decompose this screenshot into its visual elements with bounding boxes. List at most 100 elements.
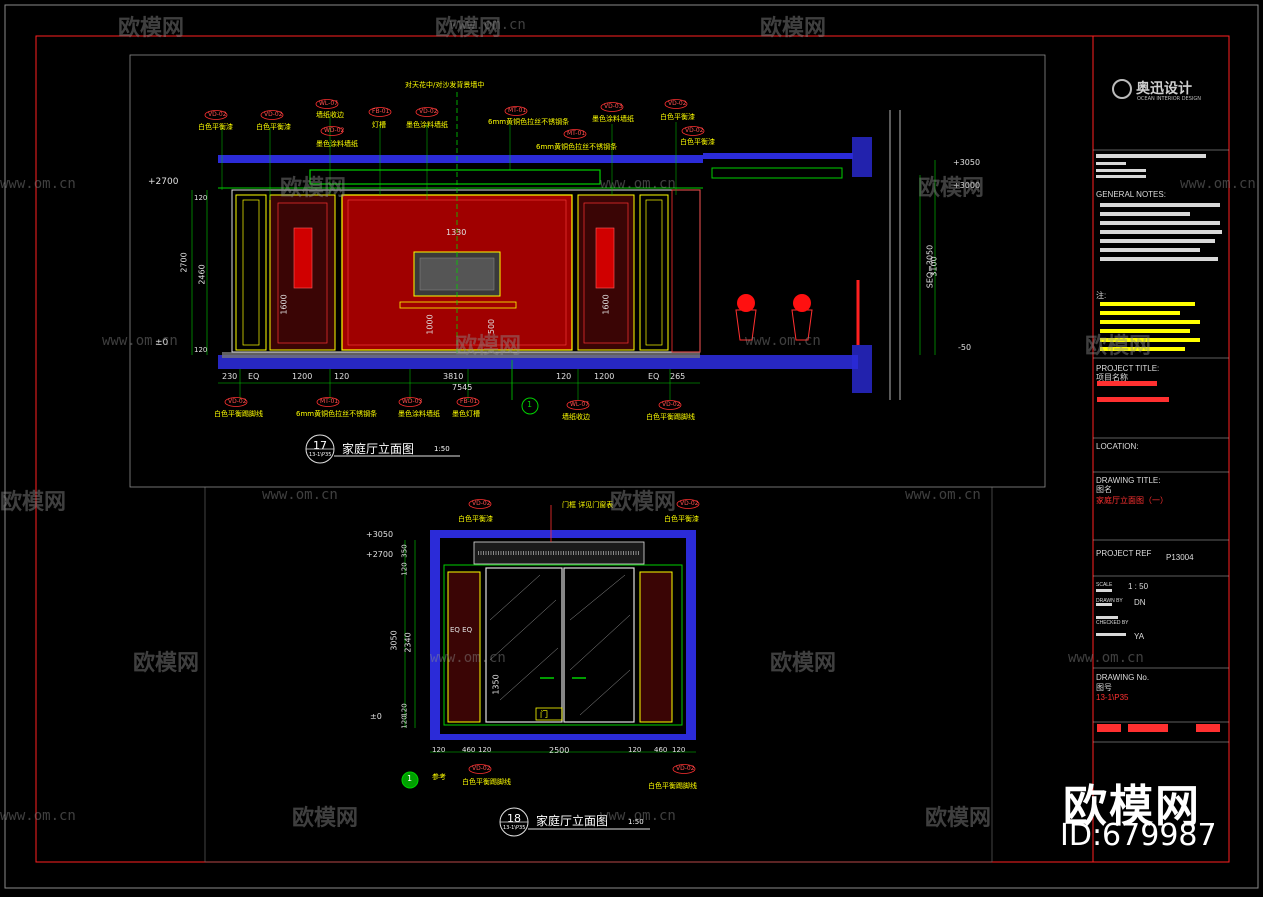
d18-dim-left-0: 120 — [400, 562, 409, 576]
dim-inner-1: 1600 — [279, 294, 289, 315]
d18-note-2: 白色平衡踢脚线 — [462, 778, 511, 786]
dim-right-1: 3100 — [929, 256, 939, 277]
note-bottom-2: 墨色涂料墙纸 — [398, 410, 440, 418]
d18-dim-bottom-3: 2500 — [549, 746, 570, 755]
note-top-3: 灯槽 — [372, 121, 386, 129]
d18-dim-bottom-2: 120 — [478, 746, 492, 754]
dim-bottom-6: 1200 — [594, 372, 615, 381]
watermark-url: www.om.cn — [102, 333, 178, 349]
tag-top-4: VD-02 — [419, 108, 438, 115]
drawing-18-elevation — [401, 499, 700, 837]
drawing-18-scale: 1:50 — [628, 818, 644, 826]
dim-bottom-5: 120 — [556, 372, 572, 381]
dim-left-2: 2460 — [197, 264, 207, 285]
watermark-url: www.om.cn — [450, 17, 526, 33]
dim-bottom-2: 1200 — [292, 372, 313, 381]
level-top-label: +2700 — [148, 177, 179, 187]
drawing-17-scale: 1:50 — [434, 445, 450, 453]
watermark-brand: 欧模网 — [760, 16, 827, 41]
d18-tag-1: VD-02 — [680, 500, 699, 507]
door-leaf-left — [485, 567, 563, 723]
checked-by-label: CHECKED BY — [1096, 620, 1129, 626]
note-bottom-3: 墨色灯槽 — [452, 410, 480, 418]
watermark-brand: 欧模网 — [118, 16, 185, 41]
d18-note-0: 白色平衡漆 — [458, 515, 493, 523]
level-right-top-b: +3000 — [953, 181, 981, 190]
watermark-url: www.om.cn — [745, 333, 821, 349]
d18-dim-bottom-0: 120 — [432, 746, 446, 754]
dim-bottom-3: 120 — [334, 372, 350, 381]
section-callout — [521, 397, 539, 415]
title-block — [1093, 79, 1229, 743]
d18-dim-bottom-1: 460 — [462, 746, 476, 754]
watermark-url: www.om.cn — [905, 487, 981, 503]
watermark-brand: 欧模网 — [455, 334, 522, 359]
note-bottom-1: 6mm黄铜色拉丝不锈钢条 — [296, 410, 378, 418]
tag-bottom-5: VD-02 — [662, 401, 681, 408]
watermark-url: www.om.cn — [1068, 650, 1144, 666]
tag-bottom-3: FB-01 — [460, 398, 478, 405]
level-right-bottom: -50 — [958, 343, 972, 352]
note-top-1: 白色平衡漆 — [256, 123, 291, 131]
d18-ref-num: 1 — [407, 774, 413, 783]
tag-top-1: VD-02 — [264, 111, 283, 118]
dim-left-0: 120 — [194, 194, 208, 202]
dim-bottom-4: 3810 — [443, 372, 464, 381]
tag-top-7: VD-02 — [668, 100, 687, 107]
drawing-18-level-zero: ±0 — [370, 712, 382, 721]
watermark-brand: 欧模网 — [133, 651, 200, 676]
general-notes-label: GENERAL NOTES: — [1096, 190, 1166, 199]
dim-bottom-1: EQ — [248, 372, 260, 381]
company-name-en: OCEAN INTERIOR DESIGN — [1137, 96, 1201, 102]
tv-console — [399, 301, 517, 309]
ceiling-slab — [218, 155, 703, 163]
note-bottom-5: 白色平衡踢脚线 — [646, 413, 695, 421]
drawing-17-sheet: 13-1\P35 — [309, 452, 332, 458]
drawing-no-label: DRAWING No. — [1096, 673, 1150, 682]
company-name-cn: 奥迅设计 — [1136, 81, 1192, 97]
tag-top-6: VD-03 — [604, 103, 623, 110]
drawn-by-value: DN — [1134, 598, 1146, 607]
project-title-cn: 项目名称 — [1096, 373, 1128, 382]
drawing-18-title: 家庭厅立面图 — [536, 814, 609, 828]
note-top-4: 墨色涂料墙纸 — [406, 121, 448, 129]
watermark-id: ID:679987 — [1060, 818, 1217, 853]
level-zero-label: ±0 — [155, 338, 169, 348]
dim-left-1: 2700 — [179, 252, 189, 273]
dim-total: 7545 — [452, 383, 473, 392]
d18-tag-3: VD-02 — [676, 765, 695, 772]
drawing-17-elevation — [191, 92, 936, 464]
d18-dim-bottom-5: 460 — [654, 746, 668, 754]
watermark-brand: 欧模网 — [1085, 334, 1152, 359]
tag-top-2: WL-07 — [319, 100, 338, 107]
watermark-url: www.om.cn — [430, 650, 506, 666]
left-wall-sconce — [293, 227, 313, 289]
d18-dim-bottom-4: 120 — [628, 746, 642, 754]
d18-ref-mark: 参考 — [432, 773, 446, 781]
tag-bottom-4: WL-07 — [570, 401, 589, 408]
note-top-5: 6mm黄铜色拉丝不锈钢条 — [488, 118, 570, 126]
drawing-17-title: 家庭厅立面图 — [342, 442, 415, 456]
note-top-6: 墨色涂料墙纸 — [592, 115, 634, 123]
watermark-url: www.om.cn — [1180, 176, 1256, 192]
tag-top-3: FB-01 — [372, 108, 390, 115]
project-ref-value: P13004 — [1166, 553, 1194, 562]
drawing-18-level-mid: +2700 — [366, 550, 394, 559]
dim-inner-0: 1330 — [446, 228, 467, 237]
watermark-brand: 欧模网 — [918, 176, 985, 201]
tag-bottom-2: WD-03 — [402, 398, 423, 405]
drawing-no-cn: 图号 — [1096, 683, 1112, 692]
note-top-8: 墨色涂料墙纸 — [316, 140, 358, 148]
plant-pot-left — [735, 294, 757, 341]
d18-dim-left-2: 3050 — [389, 630, 399, 651]
dim-inner-2: 1600 — [601, 294, 611, 315]
watermark-brand: 欧模网 — [280, 176, 347, 201]
dim-inner-3: 1000 — [425, 314, 435, 335]
drawing-18-number: 18 — [507, 812, 521, 825]
watermark-url: www.om.cn — [600, 808, 676, 824]
watermark-brand: 欧模网 — [770, 651, 837, 676]
dim-bottom-0: 230 — [222, 372, 238, 381]
project-title-label: PROJECT TITLE: — [1096, 364, 1160, 373]
d18-tag-2: VD-02 — [472, 765, 491, 772]
watermark-brand: 欧模网 — [925, 806, 992, 831]
